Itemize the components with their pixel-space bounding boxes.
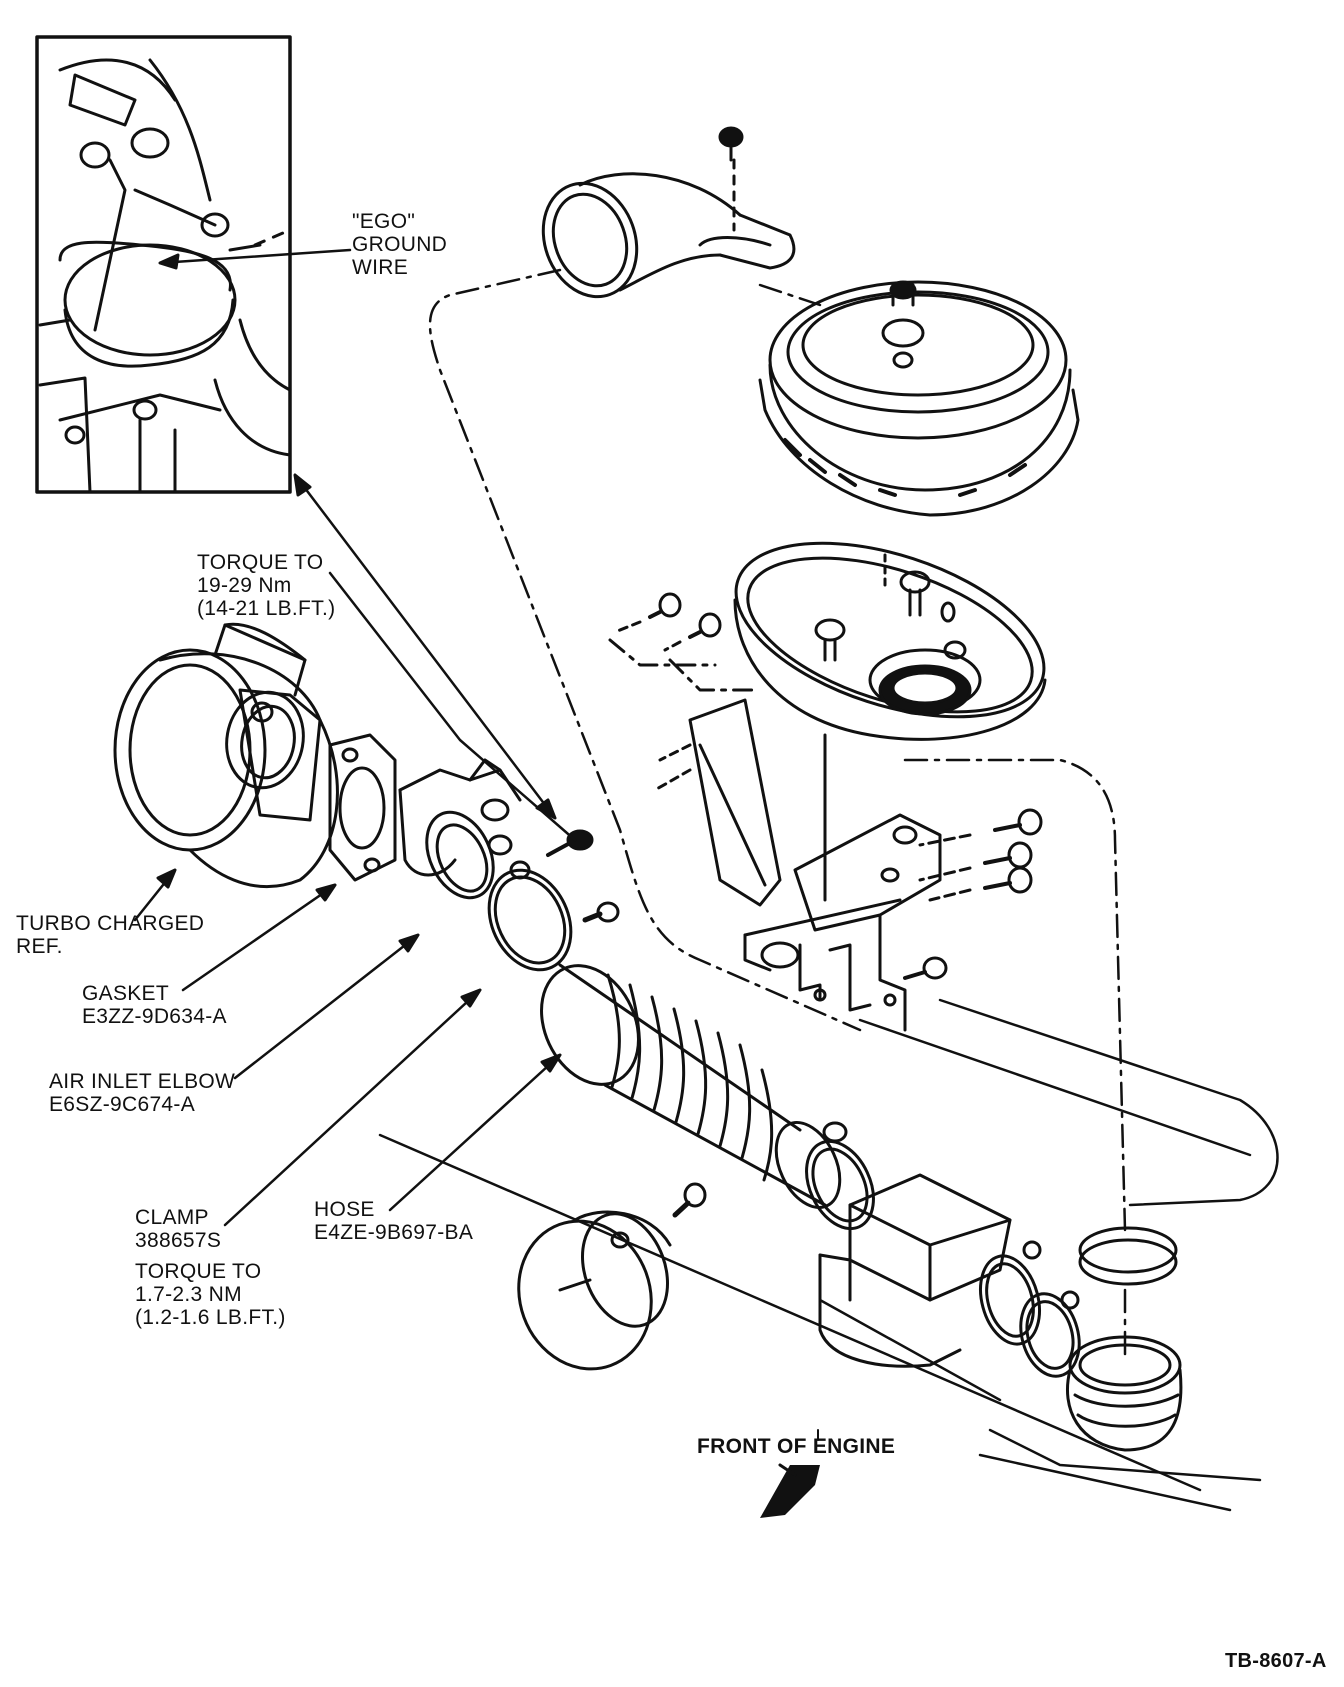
assembly-path-left <box>428 268 862 1032</box>
bracket-screws <box>608 592 1043 980</box>
air-flow-meter <box>818 1173 1081 1378</box>
inlet-filter-cap <box>517 1210 672 1371</box>
ego-wire-leader <box>158 248 352 265</box>
figure-id-label: TB-8607-A <box>1225 1650 1327 1672</box>
inset-leader-arrow <box>293 473 557 820</box>
upper-air-elbow <box>541 172 796 299</box>
turbocharger <box>113 622 339 889</box>
front-arrow-icon <box>760 1465 820 1518</box>
bellows-hose <box>540 963 875 1231</box>
clamp-leader <box>223 988 482 1227</box>
mounting-bracket <box>688 698 942 1032</box>
inset-detail-view <box>35 35 292 494</box>
assembly-path-right <box>903 758 1127 1232</box>
reference-line-lower <box>378 1133 1202 1492</box>
turbo-gasket <box>328 733 397 882</box>
reference-line-right <box>938 998 1279 1207</box>
elbow-leader <box>233 933 420 1080</box>
air-cleaner-boot <box>1065 1226 1183 1452</box>
gasket-leader <box>181 883 337 992</box>
hose-leader <box>388 1053 562 1212</box>
air-cleaner-tray <box>733 541 1047 741</box>
air-cleaner-cover <box>758 280 1080 517</box>
torque-top-leader <box>328 571 577 842</box>
elbow-bolt <box>718 126 744 232</box>
front-of-engine-label: FRONT OF ENGINE <box>697 1435 896 1458</box>
hose-clamp-1 <box>487 860 573 972</box>
elbow-stud <box>546 829 620 923</box>
hose-bolt <box>672 1182 707 1218</box>
